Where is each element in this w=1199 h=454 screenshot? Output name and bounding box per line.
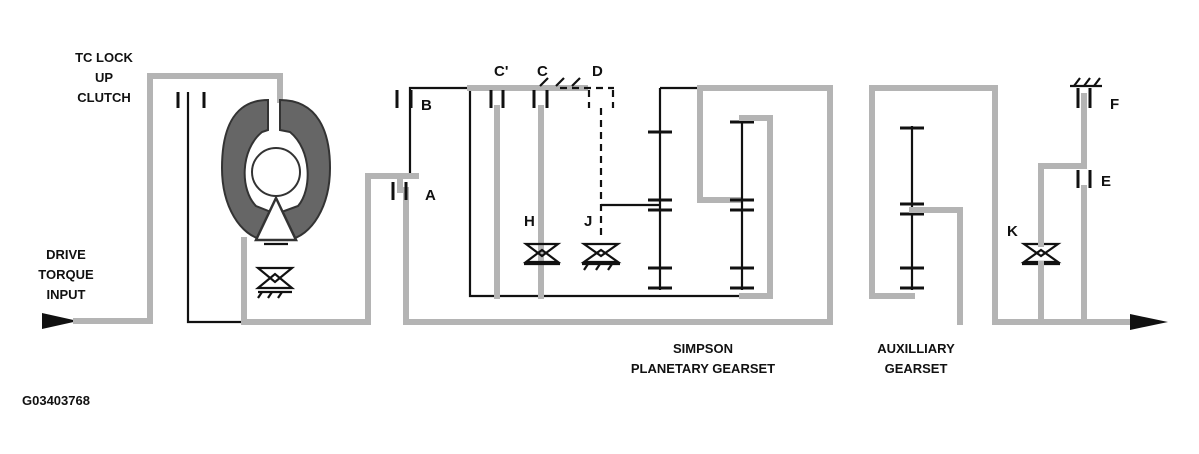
clutch-h-label: H [524, 213, 535, 230]
input-shaft [42, 73, 283, 329]
clutch-c-prime-label: C' [494, 63, 508, 80]
clutch-a-b [391, 86, 833, 325]
clutch-c-d [467, 77, 660, 299]
drive-torque-input-label: DRIVE TORQUE INPUT [38, 247, 94, 302]
tc-label-line-3: CLUTCH [77, 90, 130, 105]
torque-converter [220, 98, 332, 246]
one-way-clutch-j [580, 242, 622, 271]
clutch-f-label: F [1110, 96, 1119, 113]
auxiliary-label-line-1: AUXILLIARY [877, 341, 955, 356]
figure-id: G03403768 [22, 393, 90, 408]
input-label-line-1: DRIVE [46, 247, 86, 262]
input-label-line-2: TORQUE [38, 267, 94, 282]
simpson-label-line-1: SIMPSON [673, 341, 733, 356]
simpson-label-line-2: PLANETARY GEARSET [631, 361, 775, 376]
lock-up-clutch [176, 92, 244, 324]
clutch-e-label: E [1101, 173, 1111, 190]
input-label-line-3: INPUT [47, 287, 86, 302]
output-arrow-icon [1130, 314, 1168, 330]
clutch-b-label: B [421, 97, 432, 114]
tc-label-line-1: TC LOCK [75, 50, 133, 65]
clutch-k-label: K [1007, 223, 1018, 240]
stator-one-way-clutch [254, 266, 296, 299]
clutch-k-e-f [1020, 77, 1102, 325]
clutch-c-label: C [537, 63, 548, 80]
simpson-gearset [648, 85, 833, 325]
clutch-a-label: A [425, 187, 436, 204]
tc-lock-up-clutch-label: TC LOCK UP CLUTCH [75, 50, 133, 105]
one-way-clutch-h [522, 242, 562, 266]
input-arrow-icon [42, 313, 78, 329]
auxiliary-label-line-2: GEARSET [885, 361, 948, 376]
tc-label-line-2: UP [95, 70, 113, 85]
simpson-label: SIMPSON PLANETARY GEARSET [631, 341, 775, 376]
clutch-j-label: J [584, 213, 592, 230]
clutch-d-label: D [592, 63, 603, 80]
auxiliary-label: AUXILLIARY GEARSET [877, 341, 955, 376]
